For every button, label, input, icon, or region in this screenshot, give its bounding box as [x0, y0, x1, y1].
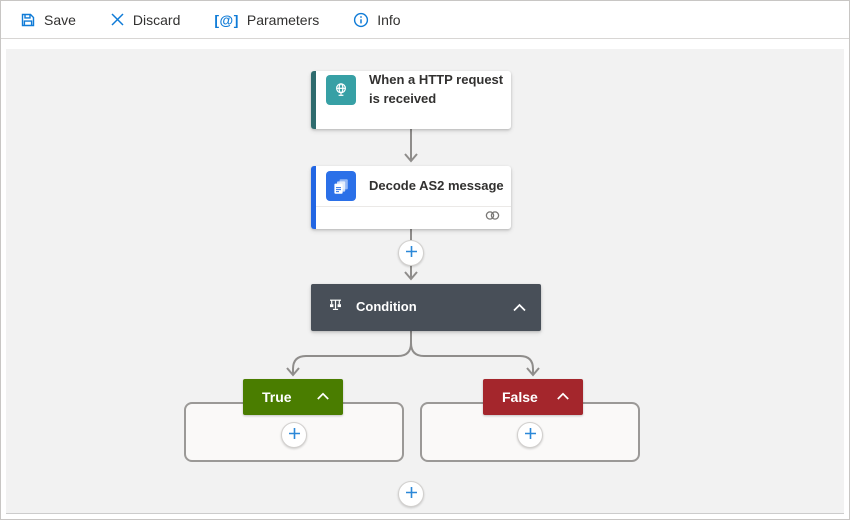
- plus-icon: [405, 245, 418, 261]
- plus-icon: [524, 427, 537, 443]
- true-branch-label: True: [262, 389, 292, 405]
- parameters-label: Parameters: [246, 11, 320, 28]
- info-icon: [353, 12, 369, 28]
- designer-toolbar: Save Discard [@] Parameters Info: [1, 1, 849, 39]
- save-button[interactable]: Save: [16, 9, 80, 31]
- plus-icon: [288, 427, 301, 443]
- save-icon: [20, 12, 36, 28]
- info-label: Info: [377, 11, 401, 28]
- action-title: Decode AS2 message: [369, 177, 504, 193]
- parameters-button[interactable]: [@] Parameters: [210, 9, 323, 31]
- false-branch-header[interactable]: False: [483, 379, 583, 415]
- trigger-card-http-request[interactable]: When a HTTP request is received: [311, 71, 511, 129]
- decode-as2-icon: [326, 171, 356, 201]
- false-collapse-chevron-icon[interactable]: [556, 388, 570, 406]
- condition-icon: [327, 297, 344, 318]
- condition-collapse-chevron-icon[interactable]: [512, 303, 527, 313]
- condition-card[interactable]: Condition: [311, 284, 541, 331]
- condition-title: Condition: [356, 299, 417, 315]
- true-branch-header[interactable]: True: [243, 379, 343, 415]
- workflow-canvas: When a HTTP request is received Decode A…: [6, 49, 844, 514]
- discard-label: Discard: [132, 11, 181, 28]
- false-branch-label: False: [502, 389, 538, 405]
- trigger-accent-stripe: [311, 71, 316, 129]
- connection-link-icon: [484, 209, 501, 227]
- action-card-decode-as2[interactable]: Decode AS2 message: [311, 166, 511, 229]
- true-collapse-chevron-icon[interactable]: [316, 388, 330, 406]
- action-card-footer: [311, 206, 511, 229]
- parameters-icon: [@]: [214, 11, 239, 28]
- trigger-title: When a HTTP request is received: [369, 72, 504, 106]
- discard-button[interactable]: Discard: [106, 9, 184, 31]
- add-action-button-true[interactable]: [281, 422, 307, 448]
- http-request-icon: [326, 74, 356, 105]
- discard-icon: [110, 12, 125, 27]
- info-button[interactable]: Info: [349, 9, 404, 31]
- plus-icon: [405, 486, 418, 502]
- insert-step-button-mid[interactable]: [398, 240, 424, 266]
- save-label: Save: [44, 11, 76, 28]
- add-action-button-false[interactable]: [517, 422, 543, 448]
- add-step-button-bottom[interactable]: [398, 481, 424, 507]
- action-accent-stripe: [311, 166, 316, 229]
